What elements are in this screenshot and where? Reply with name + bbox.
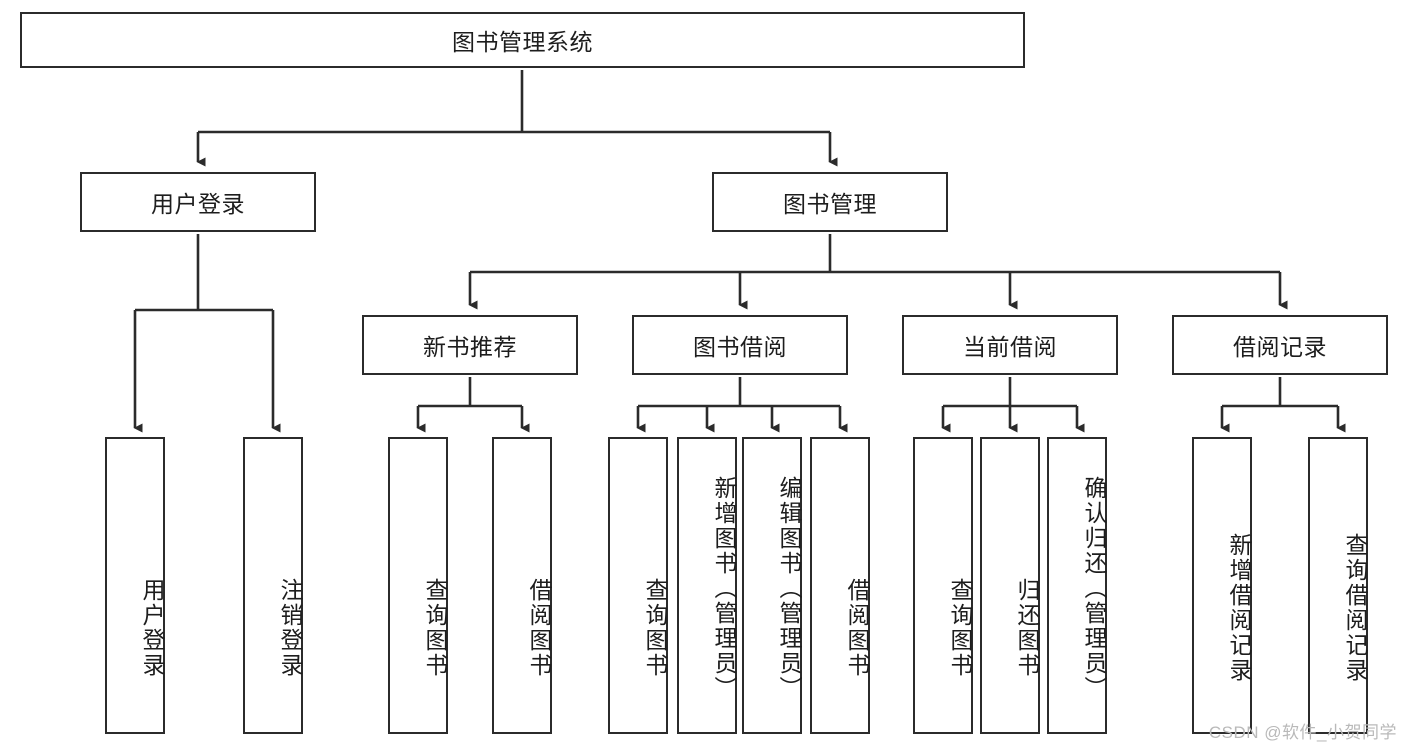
node-label: 新增借阅记录	[1226, 532, 1252, 683]
node-user-login[interactable]: 用户登录	[80, 172, 316, 232]
leaf-book-borrow-borrow-book[interactable]: 借阅图书	[810, 437, 870, 734]
node-label: 图书管理	[783, 191, 877, 217]
node-book-management[interactable]: 图书管理	[712, 172, 948, 232]
node-label: 查询图书	[642, 577, 668, 678]
node-label: 借阅图书	[844, 577, 870, 678]
leaf-current-borrow-return-book[interactable]: 归还图书	[980, 437, 1040, 734]
node-label: 借阅图书	[526, 577, 552, 678]
node-label: 借阅记录	[1233, 334, 1327, 360]
node-label: 当前借阅	[963, 334, 1057, 360]
leaf-new-book-borrow-book[interactable]: 借阅图书	[492, 437, 552, 734]
leaf-book-borrow-add-book[interactable]: 新增图书（管理员）	[677, 437, 737, 734]
node-label: 图书借阅	[693, 334, 787, 360]
node-root-book-management-system[interactable]: 图书管理系统	[20, 12, 1025, 68]
leaf-current-borrow-confirm-return[interactable]: 确认归还（管理员）	[1047, 437, 1107, 734]
node-new-book-recommend[interactable]: 新书推荐	[362, 315, 578, 375]
node-label: 编辑图书（管理员）	[776, 476, 802, 701]
node-label: 查询图书	[422, 577, 448, 678]
node-label: 归还图书	[1014, 577, 1040, 678]
leaf-borrow-records-add-record[interactable]: 新增借阅记录	[1192, 437, 1252, 734]
leaf-borrow-records-query-record[interactable]: 查询借阅记录	[1308, 437, 1368, 734]
node-label: 注销登录	[277, 577, 303, 678]
leaf-book-borrow-query-book[interactable]: 查询图书	[608, 437, 668, 734]
node-label: 新书推荐	[423, 334, 517, 360]
node-label: 查询借阅记录	[1342, 532, 1368, 683]
leaf-user-login-login[interactable]: 用户登录	[105, 437, 165, 734]
watermark: CSDN @软件_小贺同学	[1208, 723, 1397, 742]
node-label: 新增图书（管理员）	[711, 476, 737, 701]
node-book-borrow[interactable]: 图书借阅	[632, 315, 848, 375]
node-borrow-records[interactable]: 借阅记录	[1172, 315, 1388, 375]
node-label: 图书管理系统	[452, 29, 593, 55]
node-label: 查询图书	[947, 577, 973, 678]
leaf-new-book-query-book[interactable]: 查询图书	[388, 437, 448, 734]
leaf-book-borrow-edit-book[interactable]: 编辑图书（管理员）	[742, 437, 802, 734]
leaf-current-borrow-query-book[interactable]: 查询图书	[913, 437, 973, 734]
node-current-borrow[interactable]: 当前借阅	[902, 315, 1118, 375]
leaf-user-login-logout[interactable]: 注销登录	[243, 437, 303, 734]
node-label: 用户登录	[139, 577, 165, 678]
node-label: 用户登录	[151, 191, 245, 217]
node-label: 确认归还（管理员）	[1081, 476, 1107, 701]
